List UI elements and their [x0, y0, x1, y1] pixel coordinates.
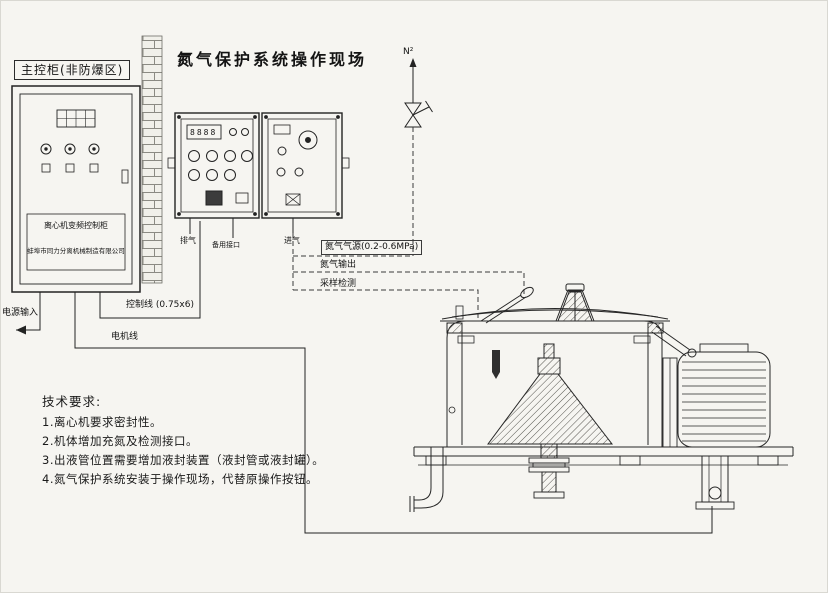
- n2-supply-label: N²: [403, 47, 414, 57]
- sampling-label: 采样检测: [320, 279, 357, 289]
- control-line-label: 控制线 (0.75x6): [126, 300, 194, 310]
- control-box-left: [167, 112, 260, 238]
- main-cabinet-drawing: [11, 85, 141, 293]
- tech-requirement-item: 2.机体增加充氮及检测接口。: [42, 434, 198, 448]
- tech-requirement-item: 3.出液管位置需要增加液封装置（液封管或液封罐）。: [42, 453, 325, 467]
- wiring-lines: [16, 221, 713, 534]
- main-cabinet-title: 主控柜(非防爆区): [14, 60, 131, 81]
- port-label-spare: 备用接口: [212, 241, 240, 249]
- gas-output-label: 氮气输出: [320, 260, 357, 270]
- port-label-inlet: 进气: [284, 236, 300, 245]
- technical-requirements: 技术要求: 1.离心机要求密封性。 2.机体增加充氮及检测接口。 3.出液管位置…: [42, 391, 324, 489]
- valve-symbol: [404, 58, 433, 128]
- control-box-right: [261, 112, 350, 233]
- gas-piping-lines: [292, 127, 525, 318]
- motor-line-label: 电机线: [111, 332, 139, 342]
- cabinet-panel-label-1: 离心机变频控制柜: [44, 221, 108, 230]
- tech-requirement-item: 4.氮气保护系统安装于操作现场，代替原操作按钮。: [42, 472, 318, 486]
- gas-source-label: 氮气气源(0.2-0.6MPa): [321, 240, 423, 255]
- nitrogen-system-title: 氮气保护系统操作现场: [177, 50, 368, 69]
- centrifuge-drawing: [409, 283, 794, 512]
- tech-requirement-item: 1.离心机要求密封性。: [42, 415, 162, 429]
- port-label-exhaust: 排气: [180, 236, 196, 245]
- tech-requirements-title: 技术要求:: [42, 394, 102, 409]
- power-input-label: 电源输入: [2, 308, 39, 318]
- brick-wall: [141, 35, 163, 284]
- panel-display-value: 8888: [190, 128, 218, 137]
- cabinet-panel-label-2: 蚌埠市同力分离机械制造有限公司: [27, 247, 125, 255]
